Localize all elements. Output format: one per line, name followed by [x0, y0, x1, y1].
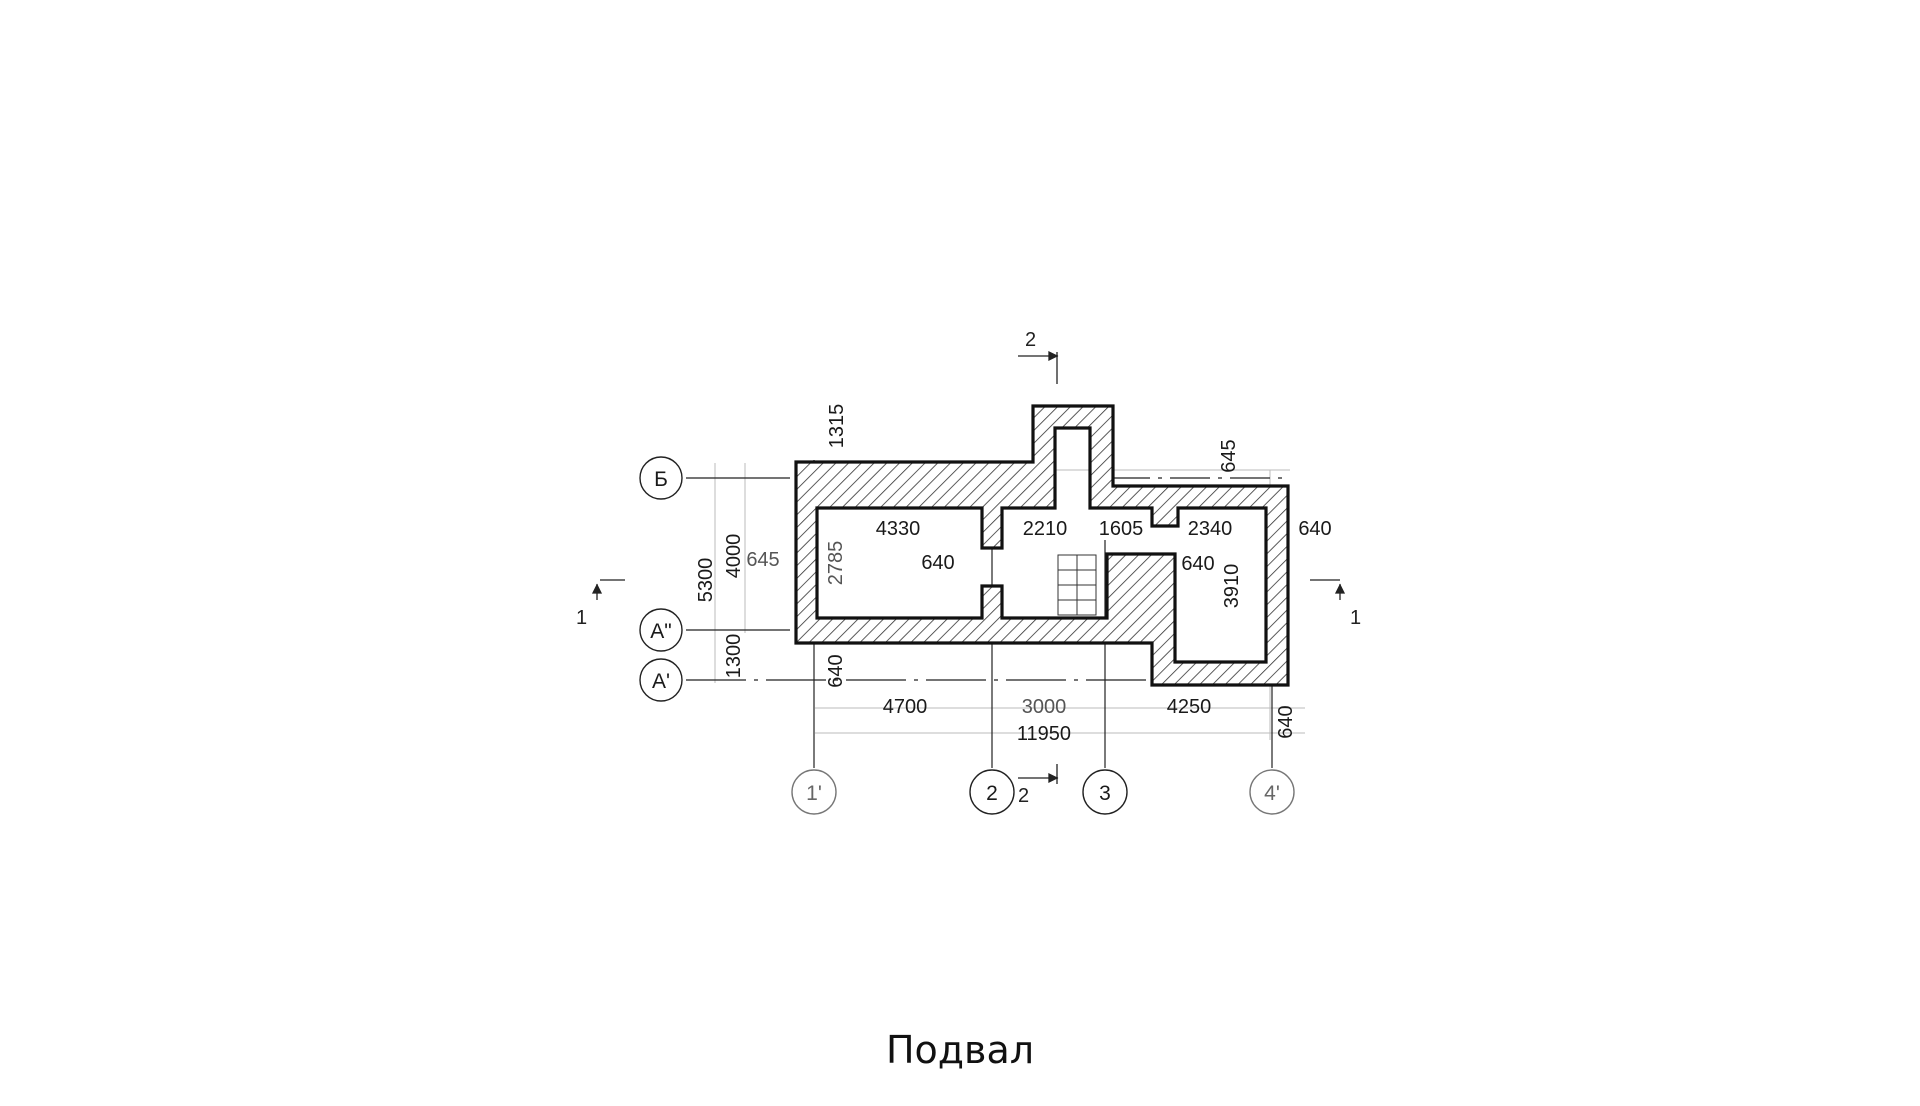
axis-marker-col-1: 1': [791, 769, 837, 815]
axis-marker-col-4: 4': [1249, 769, 1295, 815]
dim-bottom-span-2: 3000: [1022, 696, 1067, 718]
axis-marker-row-a2: А": [639, 608, 683, 652]
dim-room3-width: 2340: [1188, 518, 1233, 540]
section-mark-right: 1: [1350, 607, 1361, 629]
axis-label-col-3: 3: [1099, 782, 1111, 805]
plan-caption: Подвал: [885, 1028, 1035, 1072]
dim-room3-wall: 640: [1181, 553, 1214, 575]
axis-marker-col-2: 2: [969, 769, 1015, 815]
dim-corridor-width: 1605: [1099, 518, 1144, 540]
axis-label-row-a1: А': [652, 670, 670, 693]
axis-label-row-b: Б: [654, 468, 668, 491]
section-mark-bottom: 2: [1018, 785, 1029, 807]
dim-left-lower: 1300: [723, 634, 745, 679]
dimension-texts: 4700 3000 4250 11950 5300 4000 1300 645 …: [695, 404, 1332, 745]
dim-bottom-total: 11950: [1017, 723, 1071, 745]
dim-left-total: 5300: [695, 558, 717, 603]
stair-symbol: [1057, 554, 1097, 616]
dim-top-left-offset: 1315: [826, 404, 848, 449]
dim-room1-width: 4330: [876, 518, 921, 540]
axis-label-col-1: 1': [806, 782, 822, 805]
dim-stair-width: 2210: [1023, 518, 1068, 540]
dim-room1-depth: 2785: [825, 541, 847, 586]
section-marks: [591, 350, 1346, 784]
dim-right-wall: 640: [1298, 518, 1331, 540]
dim-top-right-offset: 645: [1218, 439, 1240, 472]
axis-label-col-4: 4': [1264, 782, 1280, 805]
dim-left-wall: 645: [746, 549, 779, 571]
axis-label-row-a2: А": [650, 620, 671, 643]
dim-left-bottom-wall: 640: [825, 654, 847, 687]
dim-bottom-span-1: 4700: [883, 696, 928, 718]
section-mark-top: 2: [1025, 329, 1036, 351]
axis-label-col-2: 2: [986, 782, 998, 805]
basement-walls: [794, 404, 1290, 687]
axis-marker-row-a1: А': [639, 658, 683, 702]
dim-room1-wall: 640: [921, 552, 954, 574]
section-mark-left: 1: [576, 607, 587, 629]
axis-marker-row-b: Б: [639, 456, 683, 500]
axis-marker-col-3: 3: [1082, 769, 1128, 815]
dim-right-bottom-wall: 640: [1275, 705, 1297, 738]
column-axis-markers: 1' 2 3 4': [791, 769, 1295, 815]
dim-bottom-span-3: 4250: [1167, 696, 1212, 718]
row-axis-markers: Б А" А': [639, 456, 683, 702]
dim-room3-depth: 3910: [1221, 564, 1243, 609]
dim-left-inner: 4000: [723, 534, 745, 579]
